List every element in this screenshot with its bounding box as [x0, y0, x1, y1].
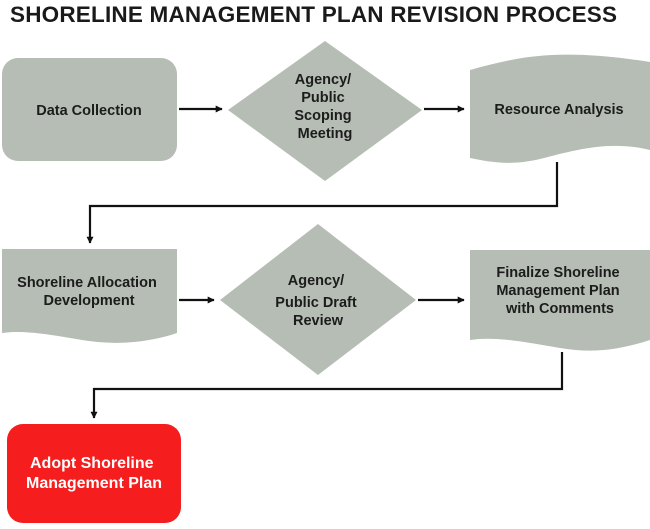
finalize-plan-line-1: Finalize Shoreline [496, 265, 619, 281]
finalize-plan-shape [470, 250, 650, 351]
data-collection-line-1: Data Collection [36, 103, 142, 119]
data-collection-label: Data Collection [36, 103, 142, 119]
scoping-meeting-shape [228, 41, 422, 181]
allocation-development-shape [2, 249, 177, 343]
allocation-development-line-1: Shoreline Allocation [17, 275, 157, 291]
resource-analysis-shape [470, 54, 650, 163]
draft-review-shape [220, 224, 416, 375]
adopt-plan-shape [7, 424, 181, 523]
draft-review-label: Agency/ Public Draft Review [275, 273, 360, 329]
resource-analysis-label: Resource Analysis [494, 102, 623, 118]
resource-analysis-line-1: Resource Analysis [494, 102, 623, 118]
allocation-development-label: Shoreline Allocation Development [17, 275, 161, 309]
arrow-resource-analysis-to-allocation-development [86, 162, 559, 244]
draft-review-line-3: Review [293, 313, 344, 329]
adopt-plan-label: Adopt Shoreline Management Plan [26, 455, 162, 492]
adopt-plan-line-1: Adopt Shoreline [30, 455, 154, 472]
scoping-meeting-line-3: Scoping [294, 108, 351, 124]
node-draft-review: Agency/ Public Draft Review [220, 224, 416, 375]
scoping-meeting-line-2: Public [301, 90, 345, 106]
connectors [86, 105, 564, 419]
node-resource-analysis: Resource Analysis [470, 54, 650, 163]
allocation-development-line-2: Development [43, 293, 134, 309]
node-scoping-meeting: Agency/ Public Scoping Meeting [228, 41, 422, 181]
diagram-title: SHORELINE MANAGEMENT PLAN REVISION PROCE… [10, 2, 617, 27]
node-allocation-development: Shoreline Allocation Development [2, 249, 177, 343]
draft-review-line-2: Public Draft [275, 295, 357, 311]
scoping-meeting-line-4: Meeting [298, 126, 353, 142]
finalize-plan-line-2: Management Plan [496, 283, 619, 299]
scoping-meeting-label: Agency/ Public Scoping Meeting [294, 72, 355, 142]
node-adopt-plan: Adopt Shoreline Management Plan [7, 424, 181, 523]
arrow-finalize-plan-to-adopt-plan [90, 352, 564, 419]
node-data-collection: Data Collection [2, 58, 177, 161]
draft-review-line-1: Agency/ [288, 273, 344, 289]
scoping-meeting-line-1: Agency/ [295, 72, 351, 88]
data-collection-shape [2, 58, 177, 161]
finalize-plan-label: Finalize Shoreline Management Plan with … [496, 265, 623, 317]
finalize-plan-line-3: with Comments [505, 301, 614, 317]
adopt-plan-line-2: Management Plan [26, 475, 162, 492]
node-finalize-plan: Finalize Shoreline Management Plan with … [470, 250, 650, 351]
